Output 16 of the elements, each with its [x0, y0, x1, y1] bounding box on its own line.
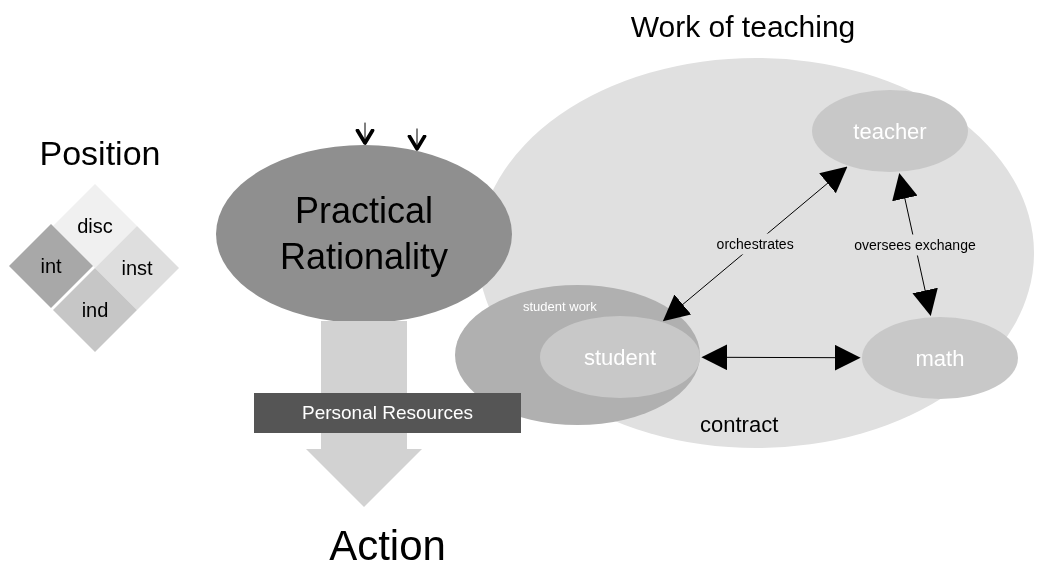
chevron-arrow: [407, 128, 427, 151]
block-arrow: [306, 321, 422, 507]
node-text: inst: [121, 256, 153, 281]
text-label: contract: [700, 411, 779, 439]
node-text: student work: [523, 298, 597, 316]
node-text: ind: [81, 298, 109, 323]
node-text: Position: [38, 133, 162, 174]
node-text: Work of teaching: [629, 9, 857, 45]
node-text: disc: [77, 214, 113, 239]
node-text: Action: [329, 520, 446, 571]
chevron-arrow: [355, 122, 375, 145]
node-text: Practical Rationality: [278, 189, 450, 279]
node-text: Personal Resources: [301, 400, 474, 425]
node-text: int: [40, 254, 62, 279]
label-box: [254, 393, 521, 433]
arrow: [701, 344, 861, 371]
